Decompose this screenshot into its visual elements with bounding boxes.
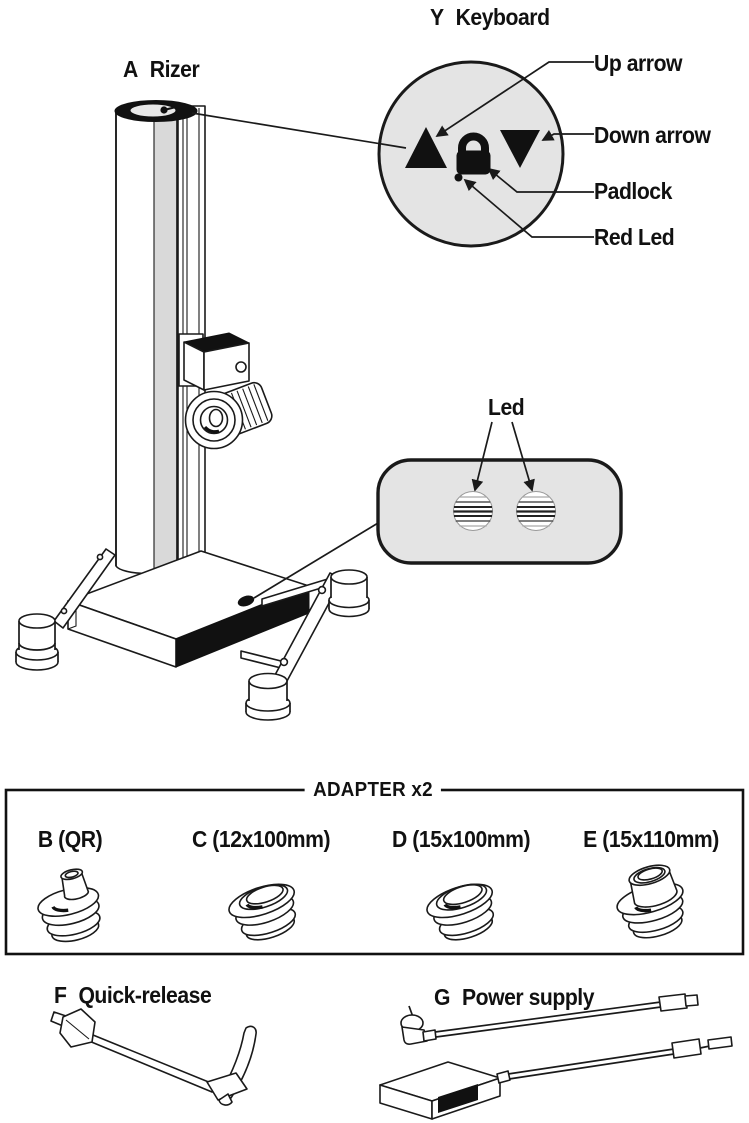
- brick-label: [438, 1084, 478, 1113]
- red-led-dot-icon: [454, 173, 463, 182]
- led-callout-pill: [376, 458, 623, 565]
- up-arrow-icon: [405, 127, 447, 168]
- rizer-top-cap: [114, 100, 198, 122]
- down-arrow-leader: [541, 129, 594, 141]
- up-arrow-text: Up arrow: [594, 50, 683, 76]
- right-outrigger: [240, 569, 370, 721]
- adapter-c-drawing: [228, 883, 297, 941]
- led-text: Led: [488, 394, 525, 420]
- padlock-leader: [487, 167, 594, 193]
- power-supply-prefix: G: [434, 984, 450, 1010]
- adapter-c-prefix: C: [191, 826, 207, 852]
- cam-housing: [206, 1072, 248, 1101]
- adapter-d-drawing: [426, 883, 495, 941]
- red-led-label: Red Led: [594, 224, 675, 251]
- power-brick: [379, 1061, 501, 1120]
- left-outrigger: [15, 548, 116, 671]
- rizer-title: Rizer: [149, 56, 200, 82]
- dc-connector: [658, 993, 688, 1012]
- front-left-foot: [15, 613, 59, 671]
- led-left-icon: [453, 491, 493, 531]
- adapter-d-prefix: D: [391, 826, 407, 852]
- rizer-illustration: [15, 100, 370, 721]
- up-arrow-label: Up arrow: [594, 50, 682, 77]
- quick-release-title: Quick-release: [78, 982, 212, 1008]
- rizer-prefix: A: [123, 56, 138, 82]
- adapter-b-label: B (QR): [6, 826, 135, 853]
- adapter-c-label: C (12x100mm): [192, 826, 331, 853]
- led-label: Led: [488, 394, 525, 421]
- power-supply-title: Power supply: [461, 984, 595, 1010]
- adapter-c-spec: (12x100mm): [212, 826, 331, 852]
- led-left-arrow: [471, 421, 493, 492]
- led-right-icon: [516, 491, 556, 531]
- adapter-b-spec: (QR): [58, 826, 103, 852]
- rizer-label: A Rizer: [123, 56, 200, 83]
- rear-right-foot: [328, 569, 370, 618]
- adapter-box-title-text: ADAPTER x2: [313, 779, 433, 801]
- padlock-text: Padlock: [594, 178, 672, 204]
- quick-release-label: F Quick-release: [54, 982, 212, 1009]
- power-supply-drawing: [379, 993, 733, 1120]
- keyboard-title: Keyboard: [455, 4, 550, 30]
- adapter-e-spec: (15x110mm): [602, 826, 719, 852]
- adapter-box-title: ADAPTER x2: [304, 779, 442, 802]
- adapter-drawings: [37, 864, 684, 943]
- quick-release-drawing: [50, 1008, 257, 1106]
- red-led-text: Red Led: [594, 224, 675, 250]
- adapter-b-prefix: B: [37, 826, 53, 852]
- clamp-head: [178, 332, 273, 450]
- keyboard-callout-label: Y Keyboard: [430, 4, 550, 31]
- adapter-e-prefix: E: [583, 826, 597, 852]
- base-to-led-leader: [253, 516, 389, 599]
- down-arrow-label: Down arrow: [594, 122, 711, 149]
- led-right-arrow: [511, 421, 535, 492]
- quick-release-prefix: F: [54, 982, 67, 1008]
- red-led-leader: [463, 178, 594, 238]
- rizer-to-keyboard-leader: [191, 112, 407, 149]
- adapter-e-label: E (15x110mm): [583, 826, 719, 853]
- down-arrow-icon: [500, 130, 540, 168]
- padlock-icon: [456, 132, 491, 175]
- power-supply-label: G Power supply: [434, 984, 594, 1011]
- base-led-spot: [237, 595, 255, 607]
- keyboard-icons: [405, 127, 540, 182]
- front-right-foot: [245, 672, 291, 721]
- padlock-label: Padlock: [594, 178, 672, 205]
- led-callout: [376, 421, 623, 565]
- adapter-b-drawing: [37, 868, 101, 943]
- leader-lines: [191, 61, 594, 599]
- adapter-d-spec: (15x100mm): [412, 826, 531, 852]
- down-arrow-text: Down arrow: [594, 122, 711, 148]
- keyboard-prefix: Y: [430, 4, 444, 30]
- adapter-e-drawing: [616, 864, 684, 939]
- up-arrow-leader: [435, 61, 594, 137]
- ferrite-bead: [671, 1038, 702, 1059]
- adapter-d-label: D (15x100mm): [392, 826, 531, 853]
